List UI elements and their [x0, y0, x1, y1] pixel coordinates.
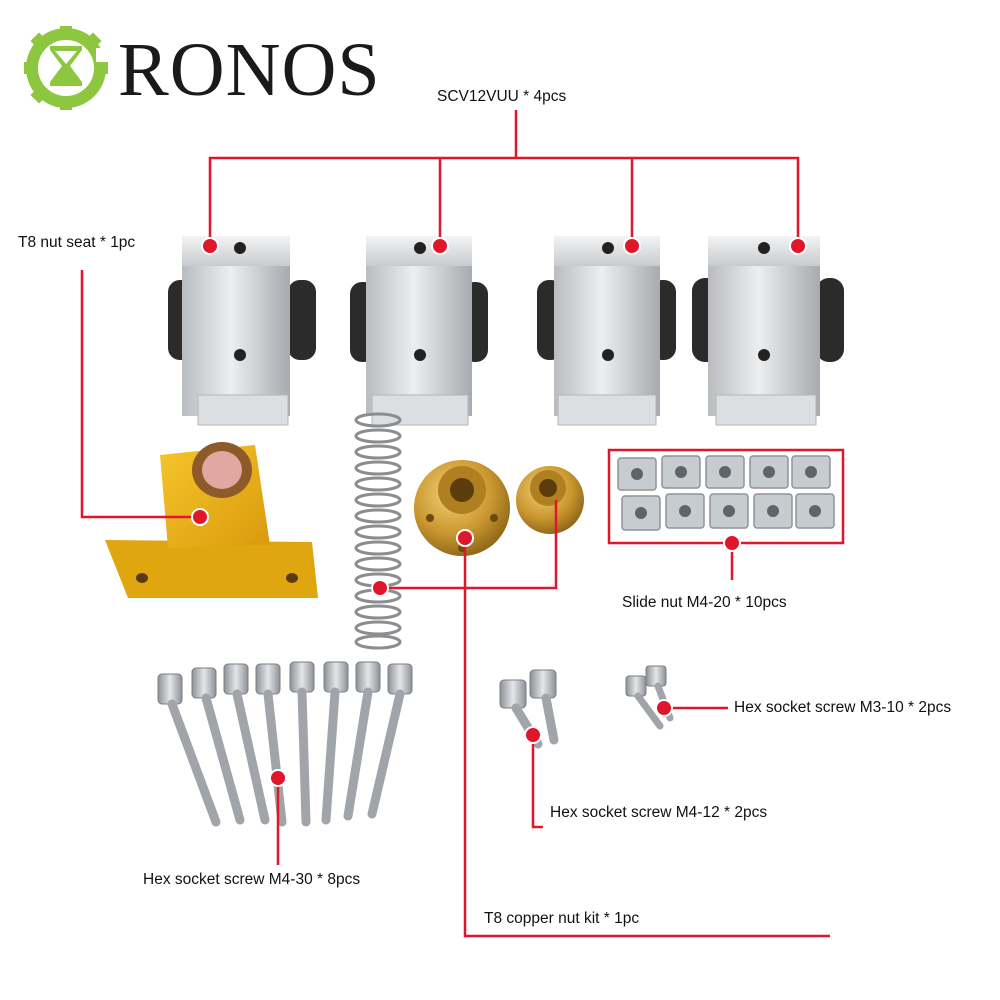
callout-lines [80, 110, 845, 938]
label-scv12vuu: SCV12VUU * 4pcs [437, 88, 567, 105]
m3-10-screw-group [625, 665, 674, 730]
scv12vuu-block [692, 236, 844, 426]
label-m4-30-screw: Hex socket screw M4-30 * 8pcs [143, 871, 361, 888]
callout-dot [623, 237, 641, 255]
callout-dot [789, 237, 807, 255]
label-m3-10-screw: Hex socket screw M3-10 * 2pcs [734, 699, 952, 716]
label-t8-copper-nut-kit: T8 copper nut kit * 1pc [484, 910, 640, 927]
t8-nut-seat [105, 442, 318, 598]
scv12vuu-block [350, 236, 488, 426]
callout-dot [371, 579, 389, 597]
callout-dot [723, 534, 741, 552]
gear-hourglass-icon [24, 26, 118, 110]
label-slide-nut: Slide nut M4-20 * 10pcs [622, 594, 787, 611]
label-m4-12-screw: Hex socket screw M4-12 * 2pcs [550, 804, 768, 821]
callout-dot [269, 769, 287, 787]
callout-dot [201, 237, 219, 255]
spring [354, 412, 402, 650]
t8-anti-backlash-nut [516, 466, 584, 534]
slide-nut-group [617, 455, 835, 531]
m4-30-screw-group [157, 661, 413, 827]
scv12vuu-block [168, 236, 316, 426]
callout-dot [524, 726, 542, 744]
callout-dot [191, 508, 209, 526]
brand-name: RONOS [118, 28, 381, 112]
callout-dot [655, 699, 673, 717]
callout-dot [431, 237, 449, 255]
t8-copper-nut [414, 460, 510, 556]
callout-dots [191, 237, 807, 787]
label-t8-nut-seat: T8 nut seat * 1pc [18, 234, 136, 251]
scv12vuu-block [537, 236, 676, 426]
callout-dot [456, 529, 474, 547]
